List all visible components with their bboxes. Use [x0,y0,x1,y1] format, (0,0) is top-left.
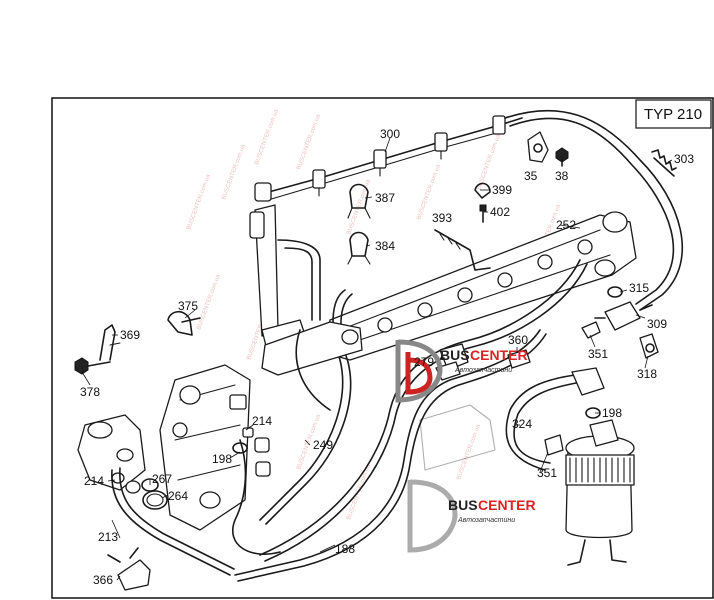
return-hose [504,109,684,311]
part-number-360: 360 [508,333,528,347]
part-number-279: 279 [414,355,434,369]
hose-249 [295,329,331,411]
spring-303 [651,149,677,177]
part-number-303: 303 [674,152,694,166]
part-number-351-lower: 351 [537,466,557,480]
valve-309 [594,301,653,331]
part-number-369: 369 [120,328,140,342]
part-number-264: 264 [168,489,188,503]
high-pressure-pump [159,364,251,531]
watermark-brand-black: BUS [440,347,470,363]
watermark-tagline-2: Автозапчастини [457,517,515,524]
leader-lines [81,137,673,581]
clip-393 [434,229,491,271]
part-number-366: 366 [93,573,113,587]
bracket-369 [99,324,121,361]
part-number-378: 378 [80,385,100,399]
part-number-252: 252 [556,218,576,232]
svg-text:BUSCENTER.com.ua: BUSCENTER.com.ua [296,113,322,171]
bolt-378 [74,357,111,375]
screw-38 [555,147,569,167]
part-number-labels: 300 303 35 38 387 399 402 393 252 384 37… [80,127,694,587]
svg-text:BUSCENTER.com.ua: BUSCENTER.com.ua [186,173,212,231]
part-number-198-left: 198 [212,452,232,466]
fittings-214 [242,427,271,477]
screw-402 [479,204,487,223]
part-number-35: 35 [524,169,538,183]
part-number-402: 402 [490,205,510,219]
part-number-393: 393 [432,211,452,225]
pressure-regulator-block [77,414,146,491]
pump-line [261,321,363,376]
part-number-213: 213 [98,530,118,544]
part-number-387: 387 [375,191,395,205]
part-number-198-right: 198 [602,406,622,420]
watermark-logo: BUS CENTER Автозапчастини BUS CENTER Авт… [395,339,536,553]
svg-text:BUSCENTER.com.ua: BUSCENTER.com.ua [254,108,280,166]
watermark-tagline: Автозапчастини [454,367,512,374]
clamp-366 [107,547,151,591]
part-number-375: 375 [178,299,198,313]
o-rings [141,478,168,510]
svg-text:BUSCENTER.com.ua: BUSCENTER.com.ua [196,273,222,331]
part-number-38: 38 [555,169,569,183]
hose-188 [232,439,281,555]
clip-351-lower [544,434,564,456]
watermark-brand-red-2: CENTER [478,497,536,513]
clip-399 [474,182,491,199]
watermark-brand-black-2: BUS [448,497,478,513]
part-number-324: 324 [512,417,532,431]
clip-375 [167,310,201,336]
svg-text:BUSCENTER.com.ua: BUSCENTER.com.ua [346,178,372,236]
bracket-35 [527,131,549,163]
connector-318 [639,333,659,359]
svg-text:BUSCENTER.com.ua: BUSCENTER.com.ua [346,463,372,521]
part-number-384: 384 [375,239,395,253]
part-number-214-upper: 214 [252,414,272,428]
svg-text:BUSCENTER.com.ua: BUSCENTER.com.ua [221,143,247,201]
part-number-267: 267 [152,472,172,486]
connector-360 [507,349,531,369]
ring-315 [607,286,623,298]
clip-387 [347,183,371,219]
type-label: TYP 210 [644,106,702,123]
part-number-318: 318 [637,367,657,381]
high-pressure-lines [234,259,588,582]
type-label-box: TYP 210 [635,99,712,129]
part-number-309: 309 [647,317,667,331]
svg-text:BUSCENTER.com.ua: BUSCENTER.com.ua [456,423,482,481]
part-number-300: 300 [380,127,400,141]
clip-351-upper [581,321,601,339]
part-number-188: 188 [335,542,355,556]
fuel-filter [565,419,635,566]
injector-rail-300 [254,115,523,202]
part-number-351-upper: 351 [588,347,608,361]
part-number-399: 399 [492,183,512,197]
watermark-brand-red: CENTER [470,347,528,363]
hose-324 [505,367,605,471]
clip-384 [347,231,371,265]
diagram-frame [51,97,714,599]
part-number-249: 249 [313,438,333,452]
part-number-214-lower: 214 [84,474,104,488]
ring-198-left [232,442,248,454]
part-number-315: 315 [629,281,649,295]
